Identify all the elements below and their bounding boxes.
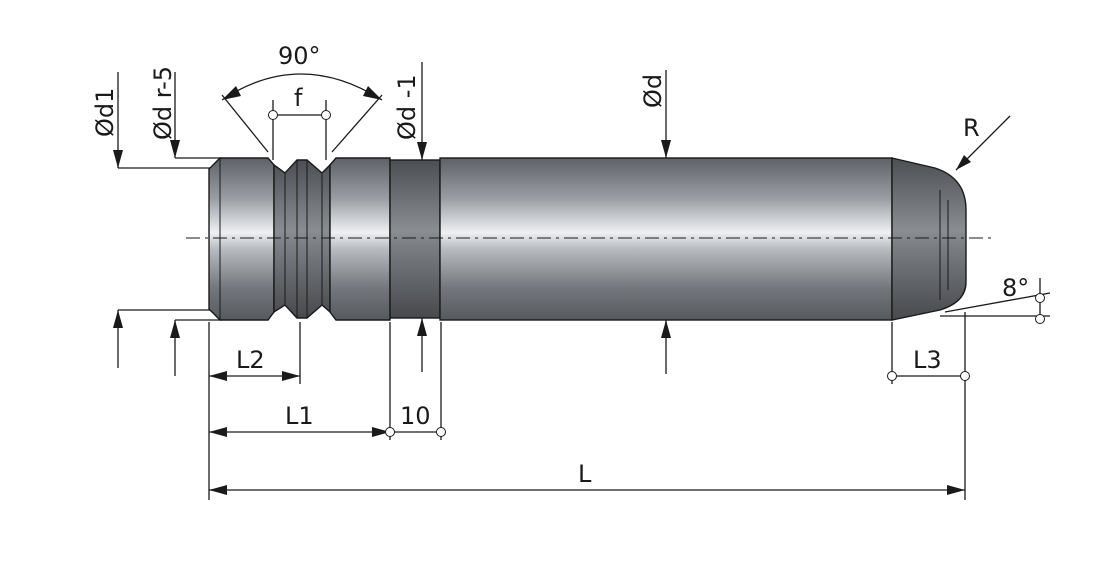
pin-rounded-tip	[891, 157, 967, 321]
label-R: R	[963, 114, 980, 142]
dim-d: Ød	[639, 70, 671, 374]
label-L: L	[578, 460, 592, 488]
label-L3: L3	[913, 346, 942, 374]
label-d-minus1: Ød -1	[393, 74, 421, 140]
dim-L: L	[209, 460, 965, 495]
dim-d-r5: Ød r-5	[149, 66, 222, 376]
pin-body	[208, 157, 967, 321]
label-10: 10	[400, 402, 431, 430]
dim-radius: R	[955, 114, 1011, 171]
dim-lead-angle: 8°	[940, 274, 1051, 324]
pin-main-shank	[439, 157, 893, 321]
label-d-r5: Ød r-5	[149, 66, 177, 140]
pin-mid-segment	[329, 157, 391, 321]
pin-head-segment	[208, 157, 275, 321]
dim-d1: Ød1	[91, 72, 210, 368]
pin-reduced-band	[389, 159, 441, 319]
dim-L3: L3	[887, 312, 970, 500]
label-angle-8: 8°	[1002, 274, 1029, 302]
label-d: Ød	[639, 74, 667, 108]
label-L2: L2	[236, 346, 265, 374]
label-angle-90: 90°	[278, 42, 321, 70]
label-f: f	[294, 84, 303, 112]
dim-L1: L1 10	[209, 322, 446, 440]
dim-d-minus1: Ød -1	[393, 62, 427, 372]
label-L1: L1	[285, 402, 314, 430]
label-d1: Ød1	[91, 88, 119, 137]
dim-f: f	[268, 84, 331, 160]
dim-L2: L2	[208, 322, 301, 500]
dim-groove-angle: 90°	[221, 42, 383, 153]
